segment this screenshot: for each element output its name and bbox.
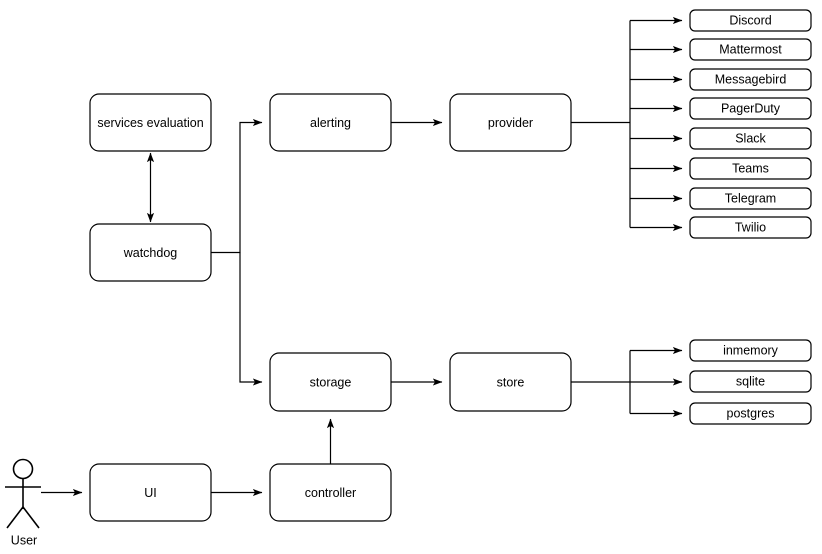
node-ui-shape[interactable] (89, 463, 212, 522)
node-controller-shape[interactable] (269, 463, 392, 522)
leaf-messagebird-label: Messagebird (715, 72, 787, 86)
edge-watchdog-storage (239, 252, 263, 386)
node-provider-label: provider (488, 116, 533, 130)
leaf-inmemory-label: inmemory (723, 343, 779, 357)
leaf-slack-shape[interactable] (689, 127, 812, 150)
leaf-messagebird-shape[interactable] (689, 68, 812, 91)
leaf-teams-label: Teams (732, 161, 769, 175)
leaf-twilio[interactable]: Twilio (689, 216, 812, 239)
leaf-twilio-shape[interactable] (689, 216, 812, 239)
leaf-mattermost-label: Mattermost (719, 42, 782, 56)
leaf-pagerduty[interactable]: PagerDuty (689, 97, 812, 120)
leaf-telegram-label: Telegram (725, 191, 776, 205)
node-provider[interactable]: provider (449, 93, 572, 152)
leaf-postgres[interactable]: postgres (689, 402, 812, 425)
node-store-shape[interactable] (449, 352, 572, 412)
leaf-discord-label: Discord (729, 13, 771, 27)
leaf-discord[interactable]: Discord (689, 9, 812, 32)
node-alerting-shape[interactable] (269, 93, 392, 152)
node-services-evaluation-label: services evaluation (97, 116, 203, 130)
node-services-evaluation[interactable]: services evaluation (89, 93, 212, 152)
node-services-evaluation-shape[interactable] (89, 93, 212, 152)
leaf-postgres-label: postgres (727, 406, 775, 420)
leaf-discord-shape[interactable] (689, 9, 812, 32)
node-store-label: store (497, 375, 525, 389)
actor-head-icon (12, 458, 34, 480)
leaf-telegram[interactable]: Telegram (689, 187, 812, 210)
node-watchdog[interactable]: watchdog (89, 223, 212, 282)
leaf-mattermost-shape[interactable] (689, 38, 812, 61)
leaf-pagerduty-label: PagerDuty (721, 101, 781, 115)
leaf-telegram-shape[interactable] (689, 187, 812, 210)
leaf-inmemory-shape[interactable] (689, 339, 812, 362)
edge-watchdog-alerting (211, 118, 263, 254)
node-ui-label: UI (144, 486, 157, 500)
leaf-inmemory[interactable]: inmemory (689, 339, 812, 362)
actor-right-leg-line (22, 506, 40, 529)
node-storage-shape[interactable] (269, 352, 392, 412)
node-controller[interactable]: controller (269, 463, 392, 522)
leaf-teams-shape[interactable] (689, 157, 812, 180)
leaf-sqlite-label: sqlite (736, 374, 765, 388)
leaf-sqlite-shape[interactable] (689, 370, 812, 393)
actor-label: User (11, 533, 37, 547)
leaf-sqlite[interactable]: sqlite (689, 370, 812, 393)
node-storage-label: storage (310, 375, 352, 389)
node-store[interactable]: store (449, 352, 572, 412)
actor-left-leg-line (6, 506, 24, 529)
provider-target-layer: Discord Mattermost Messagebird PagerDuty… (689, 9, 812, 239)
node-controller-label: controller (305, 486, 356, 500)
leaf-postgres-shape[interactable] (689, 402, 812, 425)
actor-user[interactable]: User (5, 458, 41, 548)
leaf-slack[interactable]: Slack (689, 127, 812, 150)
leaf-twilio-label: Twilio (735, 220, 766, 234)
leaf-slack-label: Slack (735, 131, 766, 145)
store-target-layer: inmemory sqlite postgres (689, 339, 812, 425)
node-storage[interactable]: storage (269, 352, 392, 412)
leaf-teams[interactable]: Teams (689, 157, 812, 180)
leaf-messagebird[interactable]: Messagebird (689, 68, 812, 91)
node-provider-shape[interactable] (449, 93, 572, 152)
node-ui[interactable]: UI (89, 463, 212, 522)
node-watchdog-shape[interactable] (89, 223, 212, 282)
leaf-pagerduty-shape[interactable] (689, 97, 812, 120)
node-alerting-label: alerting (310, 116, 351, 130)
node-layer: services evaluation watchdog alerting pr… (89, 93, 572, 522)
node-alerting[interactable]: alerting (269, 93, 392, 152)
edge-layer (41, 16, 683, 497)
leaf-mattermost[interactable]: Mattermost (689, 38, 812, 61)
node-watchdog-label: watchdog (123, 246, 178, 260)
